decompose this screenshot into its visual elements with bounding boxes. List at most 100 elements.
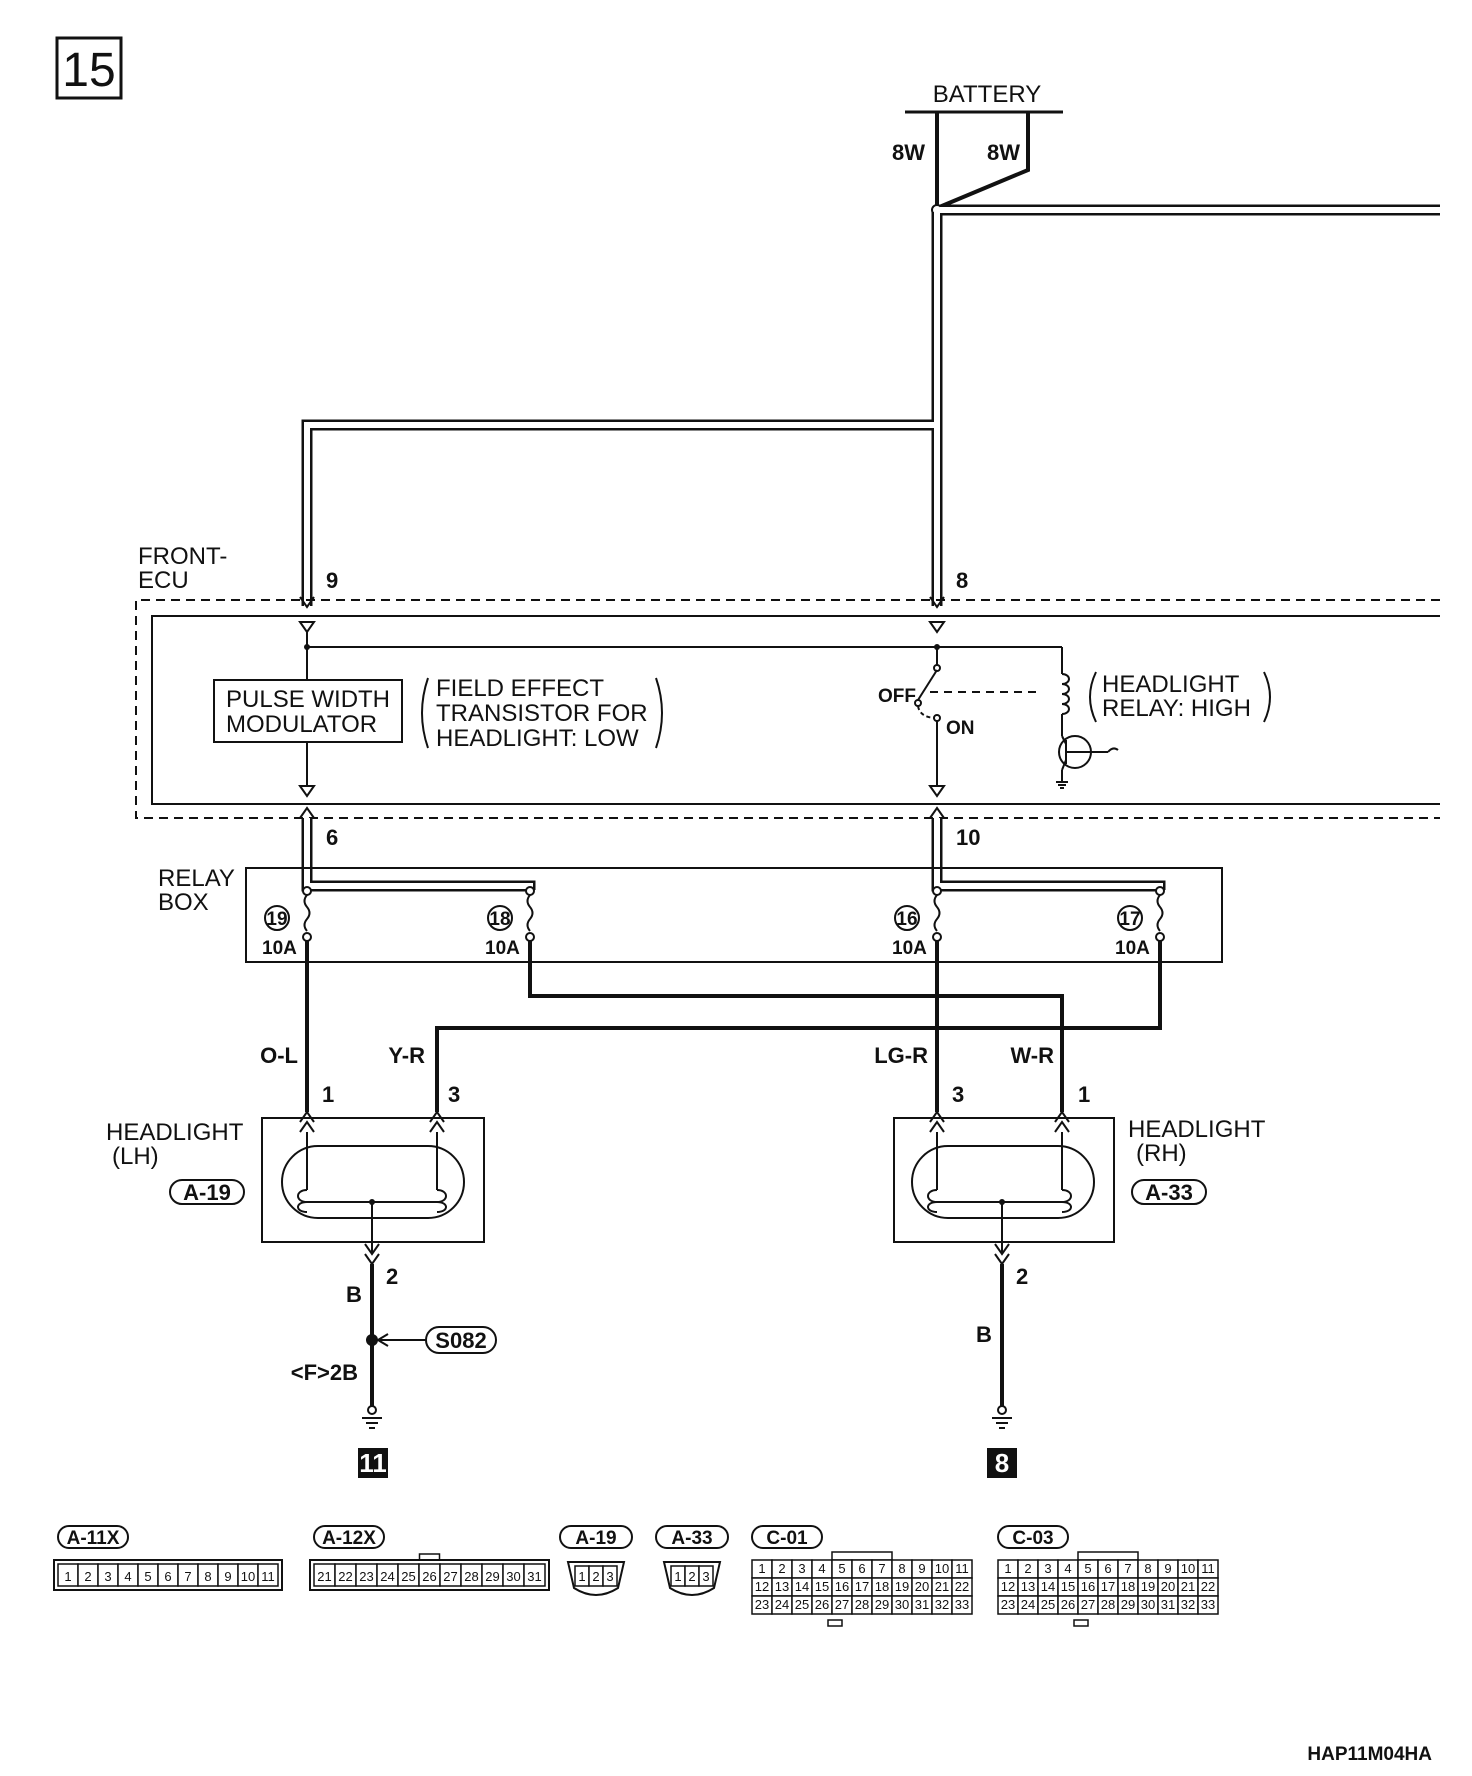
switch-on-label: ON — [946, 718, 975, 739]
connector-a-33-pin-1: 1 — [674, 1569, 681, 1584]
headlight-rh-label-1: HEADLIGHT — [1128, 1116, 1266, 1143]
connector-a-12x-pin-21: 21 — [317, 1569, 331, 1584]
connector-a-11x-pin-9: 9 — [224, 1569, 231, 1584]
connector-c-01-label: C-01 — [766, 1528, 808, 1549]
headlight-rh-pin-gnd: 2 — [1016, 1264, 1028, 1289]
headlight-rh-pin-a: 3 — [952, 1082, 964, 1107]
battery-label: BATTERY — [933, 81, 1041, 108]
connector-c-03-pin-10: 10 — [1181, 1561, 1195, 1576]
headlight-lh-label-1: HEADLIGHT — [106, 1119, 244, 1146]
headlight-rh-connector: A-33 — [1145, 1180, 1193, 1205]
switch-off-label: OFF — [878, 686, 916, 707]
page-number: 15 — [62, 44, 115, 97]
connector-a-11x-pin-10: 10 — [241, 1569, 255, 1584]
connector-a-33-pin-2: 2 — [688, 1569, 695, 1584]
connector-a-12x-pin-29: 29 — [485, 1569, 499, 1584]
ground-right-number: 8 — [995, 1448, 1009, 1478]
front-ecu-label-1: FRONT- — [138, 543, 227, 570]
front-ecu: FRONT- ECU 9 8 6 10 PULSE WIDTH MODULATO… — [135, 543, 1440, 850]
output-wires: O-L Y-R LG-R W-R — [260, 941, 1162, 1112]
headlight-lh: HEADLIGHT (LH) A-19 1 3 2 B S082 <F>2B 1… — [106, 1082, 497, 1478]
pwm-label-2: MODULATOR — [226, 711, 377, 738]
ecu-to-relay-harness — [301, 818, 1166, 892]
splice-label: S082 — [435, 1328, 486, 1353]
connector-c-01-pin-2: 2 — [778, 1561, 785, 1576]
headlight-rh-label-2: (RH) — [1136, 1140, 1187, 1167]
fuse-19: 19 10A — [262, 886, 312, 959]
connector-c-03-pin-14: 14 — [1041, 1579, 1055, 1594]
connector-c-01-pin-6: 6 — [858, 1561, 865, 1576]
connector-c-01-pin-24: 24 — [775, 1597, 789, 1612]
headlight-lh-label-2: (LH) — [112, 1143, 159, 1170]
connector-a-12x-pin-30: 30 — [506, 1569, 520, 1584]
connector-c-03-pin-1: 1 — [1004, 1561, 1011, 1576]
connector-a-11x-pin-1: 1 — [64, 1569, 71, 1584]
connector-c-01-pin-23: 23 — [755, 1597, 769, 1612]
connector-c-03-pin-3: 3 — [1044, 1561, 1051, 1576]
connector-c-03-pin-13: 13 — [1021, 1579, 1035, 1594]
connector-c-01-pin-19: 19 — [895, 1579, 909, 1594]
wire-f2b: <F>2B — [291, 1360, 358, 1385]
ecu-pin-6: 6 — [326, 825, 338, 850]
relay-box-label-2: BOX — [158, 889, 209, 916]
connector-c-03-pin-23: 23 — [1001, 1597, 1015, 1612]
connector-c-01-pin-1: 1 — [758, 1561, 765, 1576]
connector-c-01-pin-12: 12 — [755, 1579, 769, 1594]
front-ecu-label-2: ECU — [138, 567, 189, 594]
connector-c-01-pin-27: 27 — [835, 1597, 849, 1612]
wire-b-right: B — [976, 1322, 992, 1347]
connector-c-03-pin-7: 7 — [1124, 1561, 1131, 1576]
connector-c-01-pin-13: 13 — [775, 1579, 789, 1594]
connector-c-01-pin-18: 18 — [875, 1579, 889, 1594]
connector-c-01-pin-5: 5 — [838, 1561, 845, 1576]
wire-b-left: B — [346, 1282, 362, 1307]
headlight-lh-pin-b: 3 — [448, 1082, 460, 1107]
connector-a-33-label: A-33 — [671, 1528, 712, 1549]
connector-a-11x-pin-8: 8 — [204, 1569, 211, 1584]
connector-a-19-pin-3: 3 — [606, 1569, 613, 1584]
connector-c-01-pin-29: 29 — [875, 1597, 889, 1612]
connector-c-03-pin-29: 29 — [1121, 1597, 1135, 1612]
connector-c-03-pin-2: 2 — [1024, 1561, 1031, 1576]
headlight-rh: HEADLIGHT (RH) A-33 3 1 2 B 8 — [893, 1082, 1266, 1478]
connector-c-01-pin-28: 28 — [855, 1597, 869, 1612]
connector-c-03-pin-27: 27 — [1081, 1597, 1095, 1612]
connector-c-01-pin-17: 17 — [855, 1579, 869, 1594]
connector-a-19-pin-1: 1 — [578, 1569, 585, 1584]
connector-c-01-pin-33: 33 — [955, 1597, 969, 1612]
relay-high-label-1: HEADLIGHT — [1102, 671, 1240, 698]
connector-a-12x-pin-24: 24 — [380, 1569, 394, 1584]
connector-c-03-pin-12: 12 — [1001, 1579, 1015, 1594]
connector-c-03-pin-32: 32 — [1181, 1597, 1195, 1612]
wire-ol: O-L — [260, 1043, 298, 1068]
fet-label-2: TRANSISTOR FOR — [436, 700, 648, 727]
fet-label-1: FIELD EFFECT — [436, 675, 604, 702]
fet-label-3: HEADLIGHT: LOW — [436, 725, 639, 752]
connector-c-01-pin-7: 7 — [878, 1561, 885, 1576]
connector-c-01-pin-30: 30 — [895, 1597, 909, 1612]
connector-c-03-pin-26: 26 — [1061, 1597, 1075, 1612]
fuse-16-rating: 10A — [892, 938, 927, 959]
connector-c-01-pin-14: 14 — [795, 1579, 809, 1594]
connector-c-03-pin-6: 6 — [1104, 1561, 1111, 1576]
battery-wire-left: 8W — [892, 140, 925, 165]
connector-c-03-pin-8: 8 — [1144, 1561, 1151, 1576]
connector-c-01-pin-4: 4 — [818, 1561, 825, 1576]
connector-c-01-pin-16: 16 — [835, 1579, 849, 1594]
connector-c-03-pin-19: 19 — [1141, 1579, 1155, 1594]
fuse-18: 18 10A — [485, 886, 535, 959]
document-code: HAP11M04HA — [1307, 1744, 1432, 1765]
wire-lgr: LG-R — [874, 1043, 928, 1068]
connector-c-03-label: C-03 — [1012, 1528, 1053, 1549]
feed-harness — [301, 204, 1440, 606]
connector-c-03-pin-21: 21 — [1181, 1579, 1195, 1594]
connector-c-03-pin-4: 4 — [1064, 1561, 1071, 1576]
connector-c-03-pin-31: 31 — [1161, 1597, 1175, 1612]
connector-c-03-pin-5: 5 — [1084, 1561, 1091, 1576]
fuse-17-rating: 10A — [1115, 938, 1150, 959]
fuse-17: 17 10A — [1115, 886, 1165, 959]
connector-a-12x-label: A-12X — [322, 1528, 376, 1549]
fuse-18-rating: 10A — [485, 938, 520, 959]
headlight-rh-pin-b: 1 — [1078, 1082, 1090, 1107]
